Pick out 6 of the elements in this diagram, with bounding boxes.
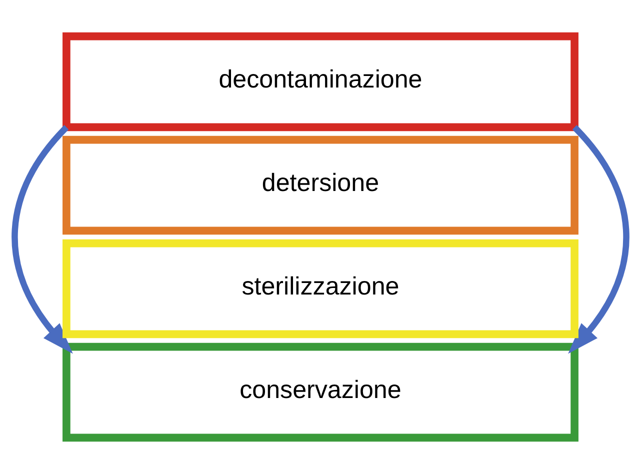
arrow (12, 124, 73, 354)
node-box: sterilizzazione (62, 238, 578, 338)
arrow (568, 124, 630, 354)
node-box: decontaminazione (62, 32, 578, 131)
node-box: detersione (62, 135, 578, 234)
node-box: conservazione (62, 342, 578, 442)
